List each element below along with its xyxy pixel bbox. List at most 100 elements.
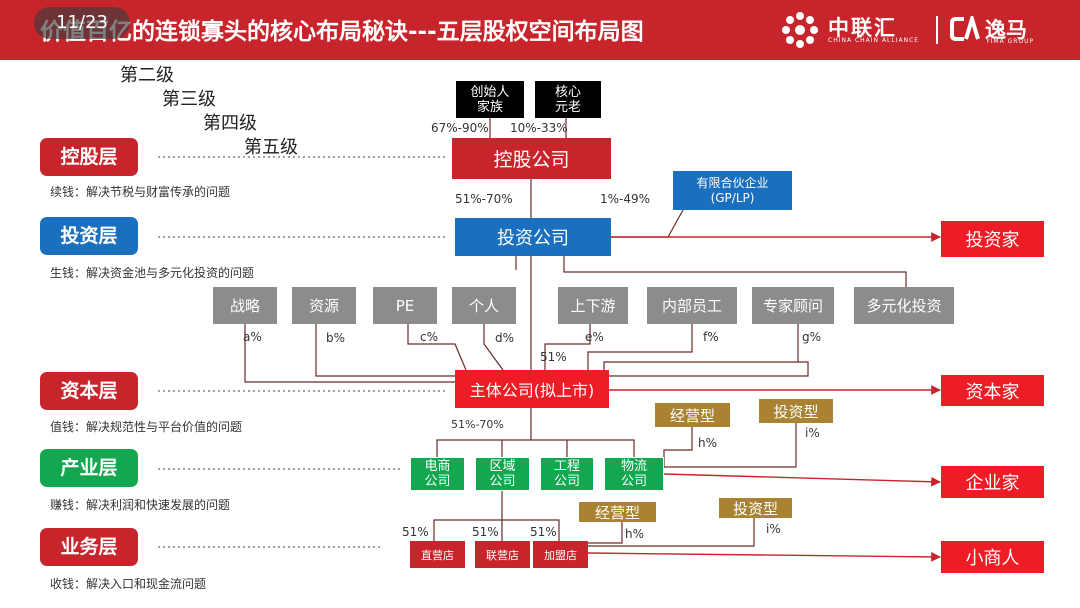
holding-investment-pct: 51%-70% <box>455 192 513 206</box>
subsidiary-ecommerce-box: 电商 公司 <box>410 457 465 491</box>
subsidiary-logistics-line1: 物流 <box>620 459 647 474</box>
logo-secondary-tagline: YIMA GROUP <box>986 38 1035 45</box>
investor-staff-pct: f% <box>703 330 719 344</box>
subsidiary-rail <box>436 439 635 457</box>
logo-divider <box>936 16 938 44</box>
subsidiary-ecommerce-line2: 公司 <box>424 474 451 489</box>
level-label-5: 第五级 <box>244 137 298 158</box>
subsidiary-engineering-box: 工程 公司 <box>540 457 594 491</box>
level-label-4: 第四级 <box>203 113 257 134</box>
industry-investing-box: 投资型 <box>759 399 833 423</box>
layer-holding-tag: 控股层 <box>40 138 138 176</box>
limited-partnership-box: 有限合伙企业 (GP/LP) <box>673 171 792 210</box>
connector-experts-tail <box>609 361 809 377</box>
layer-industry-tag: 产业层 <box>40 449 138 487</box>
core-veterans-line1: 核心 <box>554 84 581 100</box>
connector-resources <box>315 324 455 377</box>
investor-individual-box: 个人 <box>452 287 516 324</box>
investment-main-pct: 51% <box>540 350 567 364</box>
subsidiary-regional-box: 区域 公司 <box>475 457 530 491</box>
logo-secondary-name: 逸马 <box>985 18 1027 42</box>
layer-capital-tag: 资本层 <box>40 372 138 410</box>
investor-strategy-box: 战略 <box>213 287 277 324</box>
subsidiary-regional-line2: 公司 <box>489 474 516 489</box>
subsidiary-ecommerce-line1: 电商 <box>424 459 451 474</box>
founder-family-line2: 家族 <box>476 99 503 115</box>
investor-upstream-pct: e% <box>585 330 604 344</box>
connector-pe <box>407 324 467 371</box>
subsidiary-engineering-line1: 工程 <box>553 459 580 474</box>
subsidiary-engineering-line2: 公司 <box>553 474 580 489</box>
store-joint-box: 联营店 <box>475 541 530 568</box>
arrow-small-merchant <box>587 552 941 562</box>
connector-strategy <box>244 324 455 383</box>
subsidiary-logistics-box: 物流 公司 <box>604 457 664 491</box>
layer-investment-tag: 投资层 <box>40 217 138 255</box>
investor-diversified-box: 多元化投资 <box>854 287 954 324</box>
core-share-pct: 10%-33% <box>510 121 568 135</box>
industry-operating-box: 经营型 <box>655 403 730 427</box>
investment-company-box: 投资公司 <box>455 218 611 256</box>
investor-individual-pct: d% <box>495 331 515 345</box>
subsidiary-regional-line1: 区域 <box>489 459 516 474</box>
investor-upstream-box: 上下游 <box>558 287 628 324</box>
partnership-pct: 1%-49% <box>600 192 651 206</box>
store-franchise-box: 加盟店 <box>533 541 588 568</box>
arrow-entrepreneur <box>663 473 941 487</box>
title-bar: 价值百亿的连锁寡头的核心布局秘诀---五层股权空间布局图 中联汇 CHINA C… <box>0 0 1080 60</box>
outcome-small-merchant-box: 小商人 <box>941 541 1044 573</box>
investor-pe-box: PE <box>373 287 437 324</box>
store-direct-pct: 51% <box>402 525 429 539</box>
investor-experts-pct: g% <box>802 330 822 344</box>
slide-title: 价值百亿的连锁寡头的核心布局秘诀---五层股权空间布局图 <box>40 19 644 45</box>
outcome-entrepreneur-box: 企业家 <box>941 466 1044 498</box>
yima-logo-icon <box>950 16 980 41</box>
investor-pe-pct: c% <box>420 330 438 344</box>
store-direct-box: 直营店 <box>410 541 465 568</box>
investor-experts-box: 专家顾问 <box>752 287 834 324</box>
main-company-box: 主体公司(拟上市) <box>455 370 609 408</box>
store-operating-box: 经营型 <box>579 502 656 522</box>
layer-business-desc: 收钱：解决入口和现金流问题 <box>50 577 207 591</box>
connector-operating <box>663 424 693 467</box>
layer-capital-desc: 值钱：解决规范性与平台价值的问题 <box>50 420 243 434</box>
layer-holding-desc: 续钱：解决节税与财富传承的问题 <box>50 185 231 199</box>
founder-family-box: 创始人 家族 <box>456 81 524 118</box>
store-rail <box>433 519 560 541</box>
connector-individual <box>483 324 504 371</box>
store-operating-pct: h% <box>625 527 645 541</box>
level-label-3: 第三级 <box>162 89 216 110</box>
partnership-line1: 有限合伙企业 <box>696 175 769 190</box>
founder-share-pct: 67%-90% <box>431 121 489 135</box>
investor-resources-pct: b% <box>326 331 346 345</box>
investor-strategy-pct: a% <box>243 330 262 344</box>
layer-business-tag: 业务层 <box>40 528 138 566</box>
connector-upstream <box>544 324 591 370</box>
core-veterans-line2: 元老 <box>554 99 581 115</box>
industry-investing-pct: i% <box>805 426 820 440</box>
connector-experts <box>603 324 799 370</box>
connector-diversified <box>563 256 907 287</box>
store-investing-box: 投资型 <box>719 498 792 518</box>
industry-operating-pct: h% <box>698 436 718 450</box>
connector-store-investing <box>587 518 755 547</box>
page-indicator[interactable]: 11/23 <box>34 7 130 39</box>
china-chain-alliance-logo-icon <box>782 12 818 48</box>
logo-primary-name: 中联汇 <box>828 16 897 40</box>
connector-partnership <box>611 209 684 238</box>
holding-company-box: 控股公司 <box>452 138 611 179</box>
outcome-investor-box: 投资家 <box>941 221 1044 257</box>
connector-staff <box>587 324 693 370</box>
layer-industry-desc: 赚钱：解决利润和快速发展的问题 <box>50 498 231 512</box>
partnership-line2: (GP/LP) <box>710 190 755 205</box>
investor-resources-box: 资源 <box>292 287 356 324</box>
logo-primary-tagline: CHINA CHAIN ALLIANCE <box>828 37 920 44</box>
layer-investment-desc: 生钱：解决资金池与多元化投资的问题 <box>50 266 255 280</box>
outcome-capitalist-box: 资本家 <box>941 375 1044 406</box>
store-investing-pct: i% <box>766 522 781 536</box>
core-veterans-box: 核心 元老 <box>535 81 601 118</box>
investor-staff-box: 内部员工 <box>647 287 737 324</box>
level-label-2: 第二级 <box>120 65 174 86</box>
